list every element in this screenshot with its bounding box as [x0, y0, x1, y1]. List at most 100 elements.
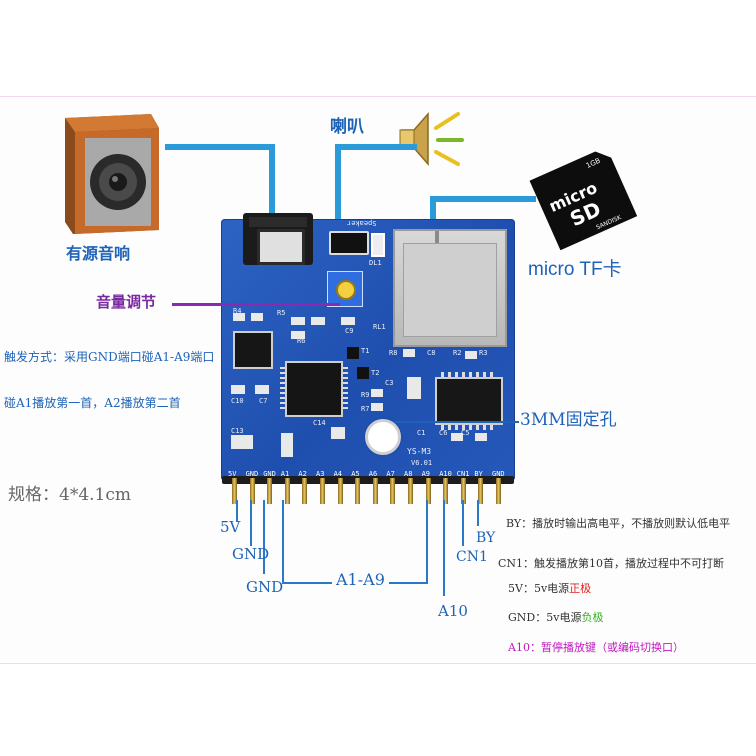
header-pin-label: BY: [474, 470, 483, 478]
note-gnd-highlight: 负极: [581, 611, 604, 624]
header-pin: [425, 478, 431, 504]
silk-c14: C14: [313, 419, 326, 427]
header-pin-label: A1: [280, 470, 290, 478]
note-5v-highlight: 正极: [569, 582, 592, 595]
silk-c8: C8: [427, 349, 436, 357]
silk-r6: R6: [297, 337, 306, 345]
transistor: [357, 367, 369, 379]
pin-line-a10: [443, 500, 445, 596]
horn-label: 喇叭: [330, 117, 364, 137]
pin-line-a1: [282, 500, 284, 584]
smd-part: [341, 317, 355, 325]
pin-label-cn1: CN1: [456, 549, 488, 565]
header-pin: [302, 478, 308, 504]
pcb-board: Speaker DL1 R4 R5 R6 RL1 C9 C10 C7 T1 T2…: [221, 213, 515, 481]
pin-line-by: [477, 500, 479, 526]
silk-r3: R3: [479, 349, 488, 357]
pin-line-gnd1: [250, 500, 252, 546]
silk-c6: C6: [439, 429, 448, 437]
pin-line-5v: [236, 500, 238, 522]
smd-part: [291, 317, 305, 325]
silk-r7: R7: [361, 405, 370, 413]
silk-r4: R4: [233, 307, 242, 315]
header-pin-label: 5V: [228, 470, 237, 478]
smd-part: [465, 351, 477, 359]
header-pin: [232, 478, 237, 504]
header-pin: [408, 478, 413, 504]
silk-dl1: DL1: [369, 259, 382, 267]
pin-line-a9: [426, 500, 428, 584]
tf-card-slot: [393, 229, 507, 347]
header-pin-label: A10: [439, 470, 452, 478]
smd-part: [451, 433, 463, 441]
amplifier-chip: [233, 331, 273, 369]
tf-card-label: micro TF卡: [528, 259, 622, 280]
smd-part: [291, 331, 305, 339]
header-pin-label: A2: [298, 470, 307, 478]
pin-label-gnd2: GND: [246, 578, 284, 596]
volume-pointer-line: [172, 303, 340, 306]
header-pin: [320, 478, 325, 504]
pin-line-gnd2: [263, 500, 265, 574]
pin-header-base: [222, 476, 514, 484]
header-pin-label: A8: [404, 470, 413, 478]
flash-chip: [435, 372, 503, 430]
trigger-mode-text: 触发方式：采用GND端口碰A1-A9端口: [4, 350, 215, 364]
silk-rl1: RL1: [373, 323, 386, 331]
mounting-hole-pointer-line: [395, 421, 519, 423]
audio-jack: [243, 213, 313, 265]
silk-c13: C13: [231, 427, 244, 435]
silk-r5: R5: [277, 309, 286, 317]
silk-c1: C1: [417, 429, 426, 437]
volume-potentiometer: [327, 271, 363, 307]
silk-c10: C10: [231, 397, 244, 405]
header-pin: [496, 478, 501, 504]
silk-t1: T1: [361, 347, 370, 355]
speaker-connector: [329, 231, 369, 255]
smd-part: [475, 433, 487, 441]
silk-t2: T2: [371, 369, 380, 377]
smd-part: [233, 313, 245, 321]
note-a10: A10：暂停播放键（或编码切换口）: [508, 641, 684, 654]
header-pin: [372, 478, 378, 504]
volume-label: 音量调节: [96, 293, 157, 311]
note-gnd-text: GND：5v电源: [508, 611, 582, 624]
note-by: BY：播放时输出高电平，不播放则默认低电平: [506, 517, 731, 530]
header-pin: [443, 478, 449, 504]
header-pin-label: CN1: [456, 470, 470, 478]
header-pin: [355, 478, 361, 504]
led-dl1: [371, 233, 385, 257]
horn-wire-down: [335, 144, 341, 236]
mounting-hole: [365, 419, 401, 455]
horn-icon: [398, 100, 466, 172]
silk-r8: R8: [389, 349, 398, 357]
header-pin: [390, 478, 396, 504]
silk-speaker: Speaker: [347, 219, 377, 227]
header-pin: [267, 478, 273, 504]
pin-line-cn1: [462, 500, 464, 546]
header-pin-label: A5: [351, 470, 360, 478]
capacitor: [281, 433, 293, 457]
pin-header: [227, 478, 512, 504]
header-pin: [460, 478, 466, 504]
smd-part: [255, 385, 269, 394]
header-pin-label: A6: [368, 470, 378, 478]
silk-model: YS-M3: [407, 447, 432, 456]
pin-label-5v: 5V: [220, 518, 241, 536]
speaker-label: 有源音响: [66, 244, 131, 263]
spec-label: 规格：4*4.1cm: [8, 485, 131, 505]
header-pin: [337, 478, 343, 504]
smd-part: [311, 317, 325, 325]
silk-c5: C5: [461, 429, 470, 437]
smd-part: [403, 349, 415, 357]
speaker-wire-down: [269, 144, 275, 228]
header-pin-label: A4: [333, 470, 343, 478]
smd-part: [231, 385, 245, 394]
header-pin-label: A3: [316, 470, 325, 478]
pin-label-by: BY: [476, 530, 496, 546]
header-pin-label: GND: [245, 470, 259, 478]
header-pin: [478, 478, 484, 504]
microsd-card-icon: 1GB micro SD SANDISK: [520, 140, 638, 252]
silk-c7: C7: [259, 397, 268, 405]
header-pin-label: GND: [492, 470, 505, 478]
